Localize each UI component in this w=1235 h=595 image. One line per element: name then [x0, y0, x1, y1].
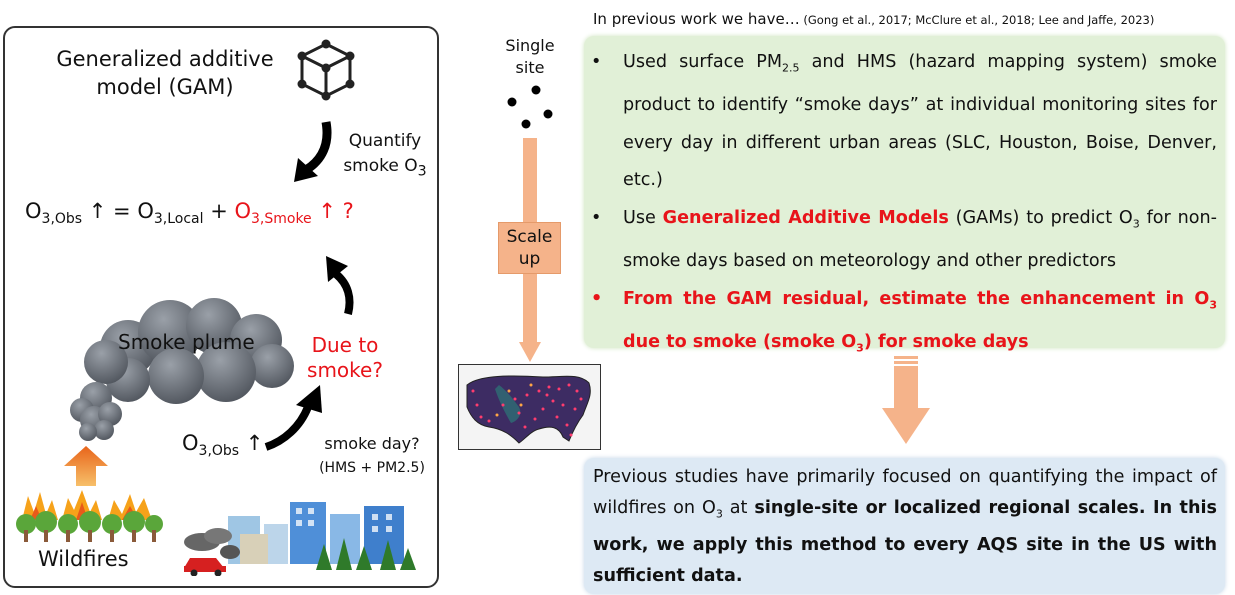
list-item: •Used surface PM2.5 and HMS (hazard mapp…: [591, 52, 1217, 191]
cube-network-icon: [297, 39, 355, 101]
curved-arrow-up: [326, 256, 354, 315]
curved-arrow-right-up: [264, 385, 322, 451]
wildfire-forest-icon: [16, 490, 163, 542]
site-dots: [507, 85, 553, 129]
curved-arrow-down: [294, 121, 332, 182]
city-pollution-icon: [184, 502, 416, 576]
previous-work-list: •Used surface PM2.5 and HMS (hazard mapp…: [591, 44, 1217, 367]
down-arrow: [882, 356, 930, 444]
this-work-box: [584, 458, 1225, 594]
list-item: •From the GAM residual, estimate the enh…: [591, 288, 1217, 355]
single-site-label: Single site: [505, 36, 555, 77]
o3-obs-increase: O3,Obs ↑: [182, 431, 264, 460]
left-panel: [3, 26, 439, 588]
this-work-text: Previous studies have primarily focused …: [593, 467, 1217, 586]
ozone-equation: O3,Obs ↑ = O3,Local + O3,Smoke ↑ ?: [25, 199, 354, 228]
previous-work-box: [584, 36, 1225, 348]
orange-up-arrow: [64, 446, 108, 486]
quantify-label: Quantify smoke O3: [343, 131, 427, 180]
us-site-map: [458, 364, 601, 450]
list-item: •Use Generalized Additive Models (GAMs) …: [591, 207, 1218, 271]
smoke-plume-label: Smoke plume: [118, 330, 255, 354]
wildfires-label: Wildfires: [38, 547, 129, 571]
due-to-smoke-label: Due to smoke?: [307, 333, 383, 382]
smoke-day-criteria: smoke day? (HMS + PM2.5): [319, 434, 425, 476]
smoke-plume-icon: [70, 298, 294, 441]
previous-work-heading: In previous work we have… (Gong et al., …: [593, 10, 1155, 28]
gam-title: Generalized additive model (GAM): [56, 47, 274, 99]
